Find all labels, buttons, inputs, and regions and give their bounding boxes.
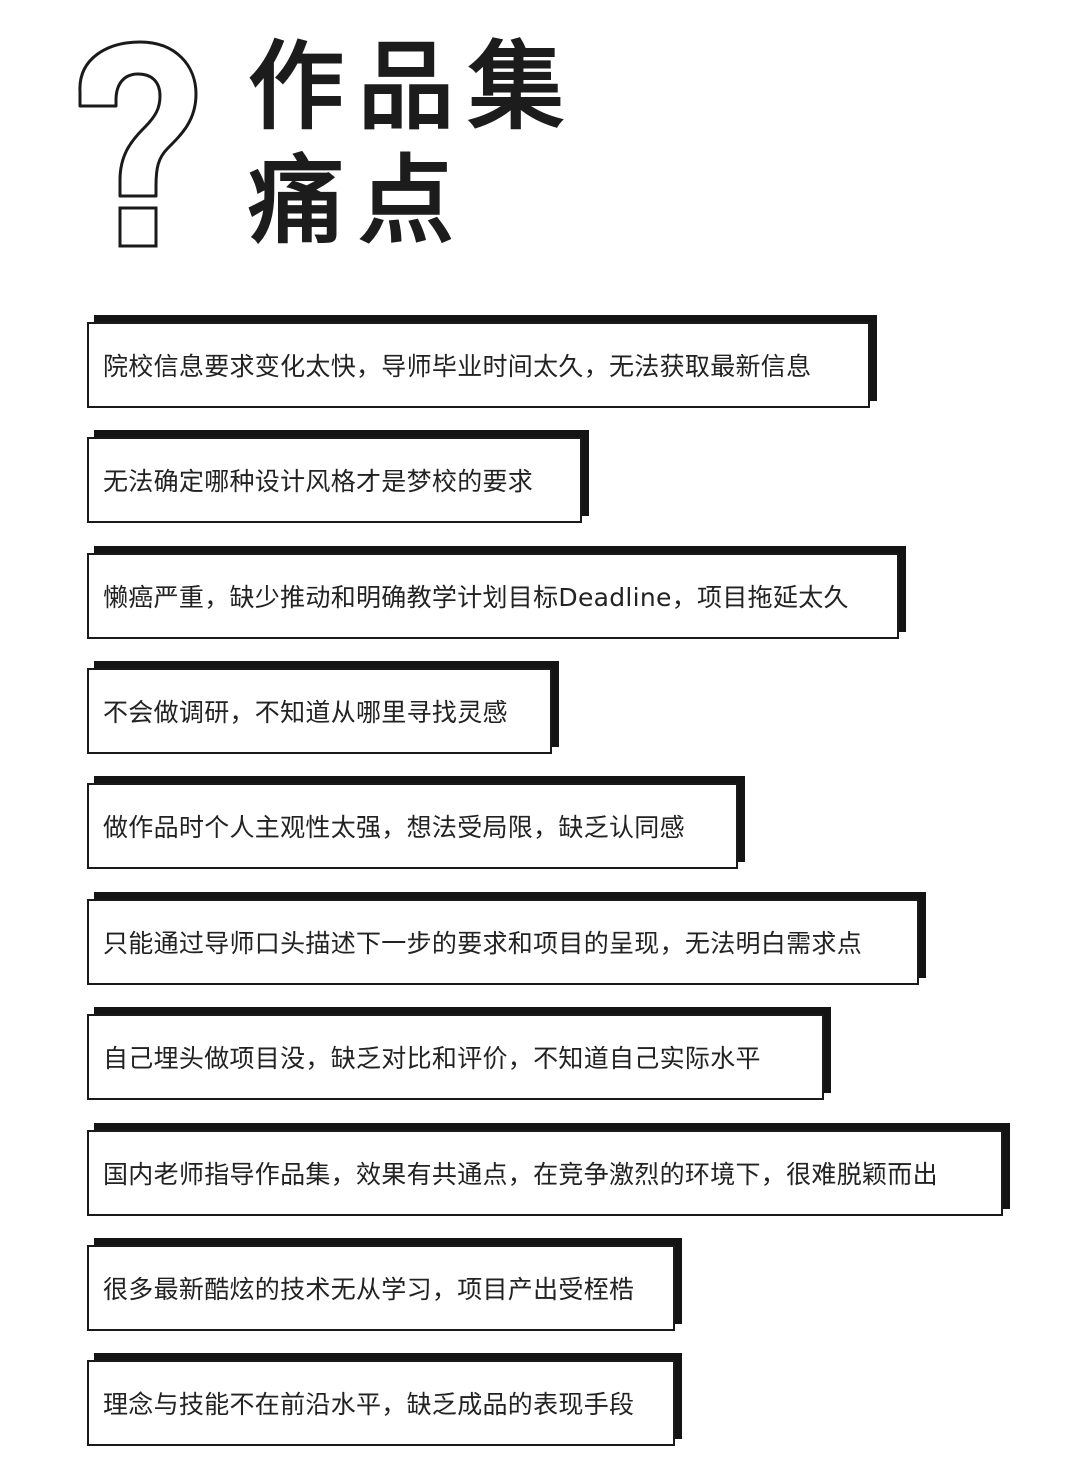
title-line-2: 痛点 xyxy=(248,145,468,257)
pain-point-card: 不会做调研，不知道从哪里寻找灵感 xyxy=(87,668,552,754)
pain-point-card: 无法确定哪种设计风格才是梦校的要求 xyxy=(87,437,582,523)
pain-point-text: 自己埋头做项目没，缺乏对比和评价，不知道自己实际水平 xyxy=(103,1044,761,1073)
pain-point-text: 无法确定哪种设计风格才是梦校的要求 xyxy=(103,467,534,496)
pain-point-card: 自己埋头做项目没，缺乏对比和评价，不知道自己实际水平 xyxy=(87,1014,824,1100)
pain-point-text: 只能通过导师口头描述下一步的要求和项目的呈现，无法明白需求点 xyxy=(103,929,863,958)
pain-point-card: 很多最新酷炫的技术无从学习，项目产出受桎梏 xyxy=(87,1245,675,1331)
pain-point-card: 理念与技能不在前沿水平，缺乏成品的表现手段 xyxy=(87,1360,675,1446)
pain-point-card: 懒癌严重，缺少推动和明确教学计划目标Deadline，项目拖延太久 xyxy=(87,553,899,639)
pain-point-text: 不会做调研，不知道从哪里寻找灵感 xyxy=(103,698,508,727)
title-line-1: 作品集 xyxy=(248,31,578,143)
question-mark-icon xyxy=(78,40,198,248)
page-title: 作品集 痛点 xyxy=(248,30,578,258)
pain-point-text: 懒癌严重，缺少推动和明确教学计划目标Deadline，项目拖延太久 xyxy=(103,583,849,612)
pain-point-card: 国内老师指导作品集，效果有共通点，在竞争激烈的环境下，很难脱颖而出 xyxy=(87,1130,1003,1216)
pain-point-text: 院校信息要求变化太快，导师毕业时间太久，无法获取最新信息 xyxy=(103,352,812,381)
pain-point-text: 国内老师指导作品集，效果有共通点，在竞争激烈的环境下，很难脱颖而出 xyxy=(103,1160,938,1189)
pain-point-card: 做作品时个人主观性太强，想法受局限，缺乏认同感 xyxy=(87,783,738,869)
pain-point-card: 只能通过导师口头描述下一步的要求和项目的呈现，无法明白需求点 xyxy=(87,899,919,985)
pain-point-card: 院校信息要求变化太快，导师毕业时间太久，无法获取最新信息 xyxy=(87,322,870,408)
pain-point-text: 很多最新酷炫的技术无从学习，项目产出受桎梏 xyxy=(103,1275,635,1304)
pain-point-text: 做作品时个人主观性太强，想法受局限，缺乏认同感 xyxy=(103,813,685,842)
pain-point-text: 理念与技能不在前沿水平，缺乏成品的表现手段 xyxy=(103,1390,635,1419)
